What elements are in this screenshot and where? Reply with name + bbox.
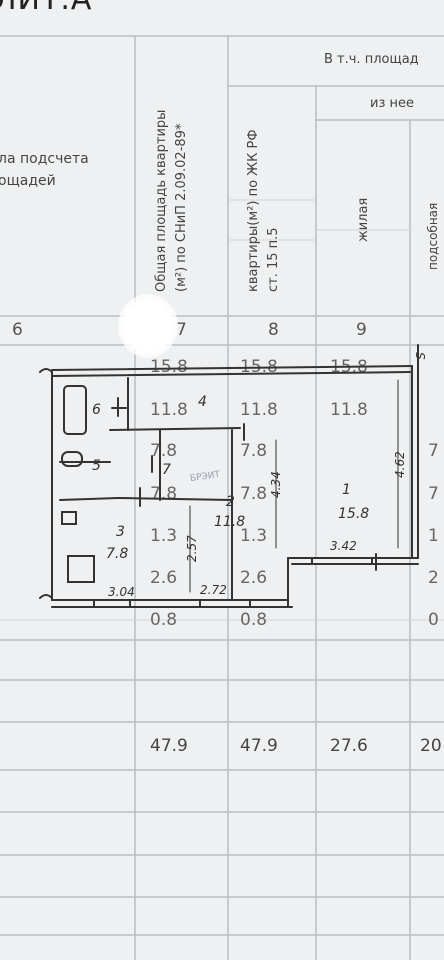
room-5-number: 5: [92, 458, 101, 474]
table-cell: 11.8: [150, 400, 188, 420]
header-subgroup: из нее: [370, 96, 414, 111]
table-cell: 0.8: [150, 610, 178, 630]
mark-label: S: [413, 352, 427, 360]
table-cell: 2: [428, 568, 439, 588]
document-title: ЛИТ.А: [0, 0, 92, 17]
outer-wall-left: [39, 368, 53, 601]
sink: [61, 451, 83, 467]
dimension-label: 4.62: [393, 451, 407, 478]
table-cell: 1.3: [150, 526, 178, 546]
room-3-area: 7.8: [106, 546, 128, 562]
column-number: 7: [176, 320, 187, 340]
room-6-number: 6: [92, 402, 101, 418]
table-cell: 1: [428, 526, 439, 546]
toilet: [61, 511, 77, 525]
total-cell: 20: [420, 736, 442, 756]
bathtub: [63, 385, 87, 435]
table-cell: 2.6: [150, 568, 178, 588]
stove: [67, 555, 95, 583]
column-number: 8: [268, 320, 279, 340]
room-7-number: 7: [162, 462, 171, 478]
column-number: 9: [356, 320, 367, 340]
room-1-area: 15.8: [338, 506, 369, 522]
dimension-label: 3.42: [330, 539, 357, 553]
table-cell: 7.8: [240, 441, 268, 461]
outer-wall-top: [51, 365, 413, 371]
dimension-label: 4.34: [269, 471, 283, 498]
table-cell: 0.8: [240, 610, 268, 630]
room-3-number: 3: [116, 524, 125, 540]
room-1-number: 1: [342, 482, 351, 498]
table-cell: 15.8: [150, 357, 188, 377]
table-cell: 7: [428, 441, 439, 461]
total-cell: 27.6: [330, 736, 368, 756]
table-cell: 11.8: [330, 400, 368, 420]
table-cell: 1.3: [240, 526, 268, 546]
table-cell: 7: [428, 484, 439, 504]
header-calc-column: ла подсчета ощадей: [0, 151, 89, 189]
table-cell: 7.8: [240, 484, 268, 504]
total-cell: 47.9: [150, 736, 188, 756]
column-number: 6: [12, 320, 23, 340]
table-cell: 7.8: [150, 441, 178, 461]
room-2-number: 2: [226, 494, 235, 510]
paper-smudge: [118, 294, 178, 358]
dimension-label: 3.04: [108, 585, 135, 599]
room-4-number: 4: [198, 394, 207, 410]
table-cell: 2.6: [240, 568, 268, 588]
total-cell: 47.9: [240, 736, 278, 756]
dimension-label: 2.57: [185, 535, 199, 562]
table-cell: 11.8: [240, 400, 278, 420]
header-group: В т.ч. площад: [324, 52, 419, 67]
dimension-label: 2.72: [200, 583, 227, 597]
table-cell: 0: [428, 610, 439, 630]
room-2-area: 11.8: [214, 514, 245, 530]
